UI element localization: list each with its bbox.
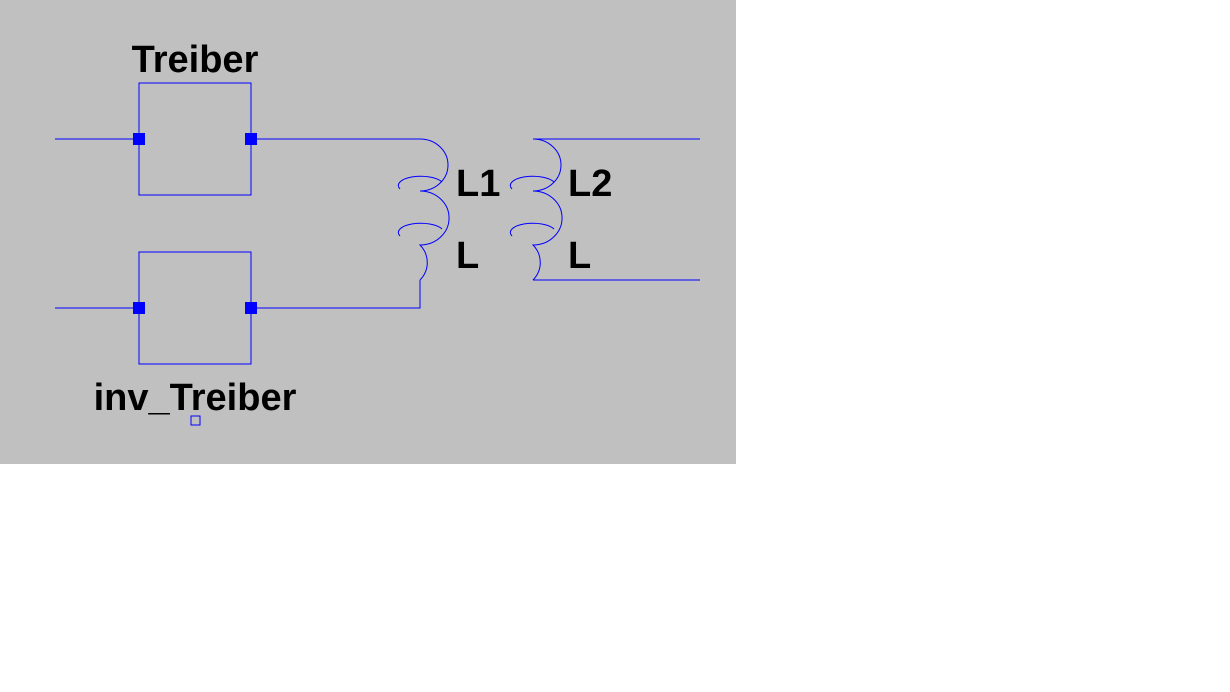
driver-output-pin[interactable] <box>245 133 257 145</box>
driver-block[interactable]: Treiber <box>55 39 259 196</box>
inductor-l2-coil <box>531 138 563 281</box>
driver-name-label: Treiber <box>132 39 259 81</box>
inductor-l2-winding-tick-2 <box>509 222 555 237</box>
inverted-driver-output-pin[interactable] <box>245 302 257 314</box>
inductor-l2-name-label: L2 <box>568 163 612 205</box>
inverted-driver-name-label: inv_Treiber <box>94 377 297 419</box>
inductor-l1-coil <box>418 138 450 281</box>
schematic-background <box>0 0 736 464</box>
inductor-l2-winding-tick-1 <box>509 175 555 190</box>
inductor-l2-value-label: L <box>568 235 591 277</box>
wire-inverted-driver-to-l1-bottom <box>257 280 421 309</box>
driver-input-pin[interactable] <box>133 133 145 145</box>
inductor-l2[interactable]: L2 L <box>509 138 612 281</box>
inductor-l1-winding-tick-2 <box>397 222 443 237</box>
inductor-l1[interactable]: L1 L <box>397 138 500 281</box>
inductor-l1-value-label: L <box>456 235 479 277</box>
inverted-driver-block[interactable]: inv_Treiber <box>55 251 297 426</box>
label-anchor-marker[interactable] <box>190 415 201 426</box>
inverted-driver-input-pin[interactable] <box>133 302 145 314</box>
inductor-l1-name-label: L1 <box>456 163 500 205</box>
inductor-l1-winding-tick-1 <box>397 175 443 190</box>
